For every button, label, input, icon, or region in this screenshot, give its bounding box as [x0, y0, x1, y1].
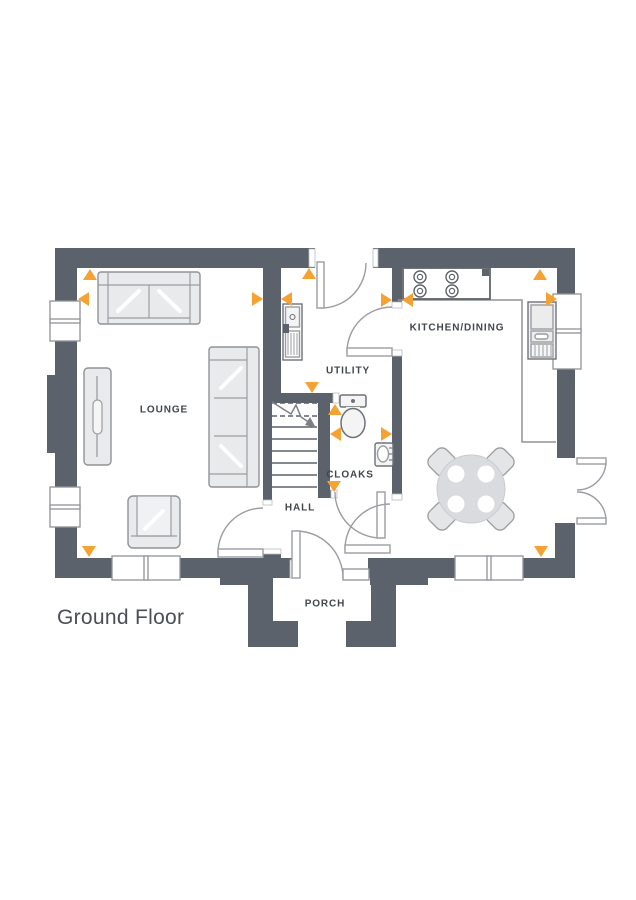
dimension-arrow-down [82, 546, 96, 557]
room-label-cloaks: CLOAKS [326, 469, 374, 481]
place-settings [447, 465, 495, 513]
utility-sink-icon [282, 303, 303, 361]
sofa-two-seat-icon [97, 271, 201, 325]
hall-kitchen-door [344, 503, 391, 554]
dimension-arrow-down [305, 382, 319, 393]
jamb-cap [391, 349, 403, 357]
porch-structure [220, 578, 428, 647]
worktop-edge [398, 299, 556, 443]
wall-left-pier [47, 375, 55, 453]
lounge-door [217, 507, 264, 558]
wall-lounge-stairs [263, 400, 272, 505]
porch-right-foot [346, 621, 396, 647]
hand-basin-icon [374, 442, 394, 467]
wc-toilet-icon [339, 394, 367, 439]
jamb-cap [372, 248, 379, 268]
window-front-sidelight [342, 568, 370, 581]
porch-left-head [220, 578, 273, 585]
wall-kitchen-stub-upper [392, 268, 402, 308]
cloaks-door [334, 491, 386, 539]
utility-kitchen-door [346, 306, 393, 357]
staircase [271, 395, 320, 490]
dimension-arrow-left [78, 292, 89, 306]
window-lounge-left-lower [49, 486, 81, 528]
floor-title: Ground Floor [57, 606, 185, 629]
jamb-cap [308, 248, 316, 268]
dimension-arrow-right [381, 427, 392, 441]
porch-left-foot [248, 621, 298, 647]
front-door [291, 530, 344, 579]
dimension-arrows [78, 268, 557, 557]
stair-direction-arrow [271, 401, 316, 428]
wall-top-left [55, 248, 315, 268]
hob-icon [402, 267, 491, 300]
dimension-arrow-left [402, 293, 413, 307]
jamb-cap [262, 499, 273, 506]
doors [217, 261, 607, 579]
interior-walls [263, 268, 402, 558]
wall-cloaks-left [318, 403, 330, 490]
window-dining-bottom [454, 555, 524, 581]
room-label-utility: UTILITY [325, 365, 371, 377]
jamb-cap [332, 392, 340, 404]
dimension-arrow-left [330, 427, 341, 441]
wall-top-right [373, 248, 575, 268]
dimension-arrow-up [83, 269, 97, 280]
room-label-hall: HALL [284, 502, 316, 514]
dimension-arrow-down [534, 546, 548, 557]
wall-cloaks-bottom [318, 490, 337, 498]
french-doors [576, 457, 607, 525]
wall-lounge-utility [263, 268, 281, 400]
dimension-arrow-right [252, 292, 263, 306]
sofa-three-seat-icon [208, 346, 260, 488]
porch-right-head [370, 578, 428, 585]
dimension-arrow-left [281, 292, 292, 306]
dimension-arrow-up [328, 404, 342, 415]
armchair-icon [127, 495, 181, 549]
jamb-cap [262, 548, 282, 555]
porch-left-pillar [248, 585, 273, 623]
window-lounge-bottom [111, 555, 181, 581]
dimension-arrow-up [533, 269, 547, 280]
dimension-arrow-up [302, 268, 316, 279]
porch-right-pillar [371, 585, 396, 623]
jamb-cap [391, 301, 403, 309]
room-label-lounge: LOUNGE [139, 404, 189, 416]
wall-kitchen-main [392, 350, 402, 500]
window-lounge-left-upper [49, 300, 81, 342]
dining-table-icon [436, 454, 506, 524]
wall-utility-bottom [263, 393, 339, 403]
windows [49, 293, 582, 581]
dimension-arrow-right [546, 292, 557, 306]
oven-housing-icon [527, 301, 557, 360]
room-label-porch: PORCH [304, 598, 346, 610]
dining-set [427, 447, 515, 531]
back-door [316, 261, 367, 309]
media-unit-icon [83, 367, 112, 466]
dimension-arrow-right [381, 293, 392, 307]
window-kitchen-right [552, 293, 582, 370]
dimension-arrow-down [327, 481, 341, 492]
room-label-kitchen-dining: KITCHEN/DINING [409, 322, 505, 334]
sink-tap [283, 324, 289, 333]
jamb-cap [391, 493, 403, 501]
